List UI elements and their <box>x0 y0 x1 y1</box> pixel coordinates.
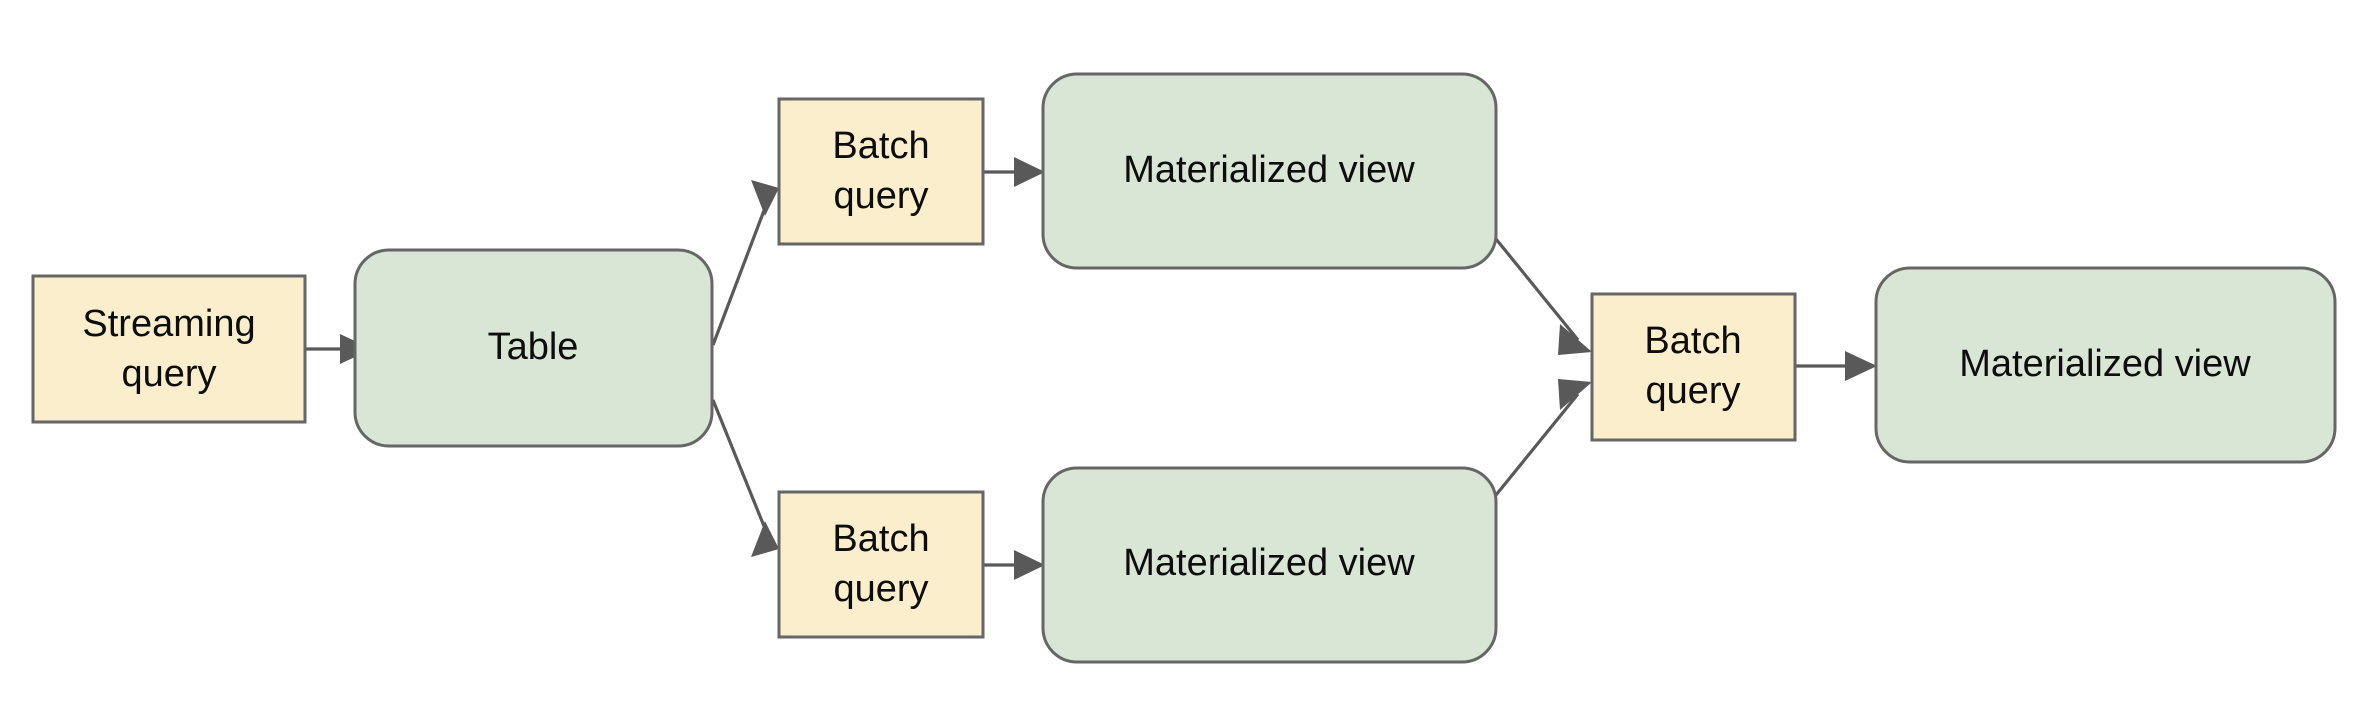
batch-query-top-box[interactable] <box>777 97 985 246</box>
edge-materialized-view-top-to-batch-query-merge <box>1494 237 1592 355</box>
edge-batch-query-merge-to-materialized-view-final <box>1796 351 1877 381</box>
batch-query-merge-label-line2: query <box>1645 370 1740 412</box>
node-streaming-query[interactable]: Streaming query <box>31 274 307 424</box>
node-materialized-view-bottom[interactable]: Materialized view <box>1041 466 1498 664</box>
node-table[interactable]: Table <box>353 248 714 448</box>
streaming-query-label-line1: Streaming <box>82 303 255 345</box>
streaming-query-box[interactable] <box>31 274 307 424</box>
node-batch-query-top[interactable]: Batch query <box>777 97 985 246</box>
batch-query-bottom-label-line2: query <box>833 568 928 610</box>
batch-query-top-label-line1: Batch <box>832 125 929 167</box>
node-batch-query-bottom[interactable]: Batch query <box>777 490 985 639</box>
node-materialized-view-top[interactable]: Materialized view <box>1041 72 1498 270</box>
batch-query-bottom-label-line1: Batch <box>832 518 929 560</box>
edge-materialized-view-bottom-to-batch-query-merge <box>1494 379 1592 497</box>
table-label: Table <box>488 326 579 368</box>
streaming-query-label-line2: query <box>121 353 216 395</box>
edge-table-to-batch-query-top <box>711 180 779 346</box>
batch-query-top-label-line2: query <box>833 175 928 217</box>
batch-query-merge-box[interactable] <box>1590 292 1797 442</box>
table-box[interactable] <box>353 248 714 448</box>
materialized-view-bottom-box[interactable] <box>1041 466 1498 664</box>
edge-table-to-batch-query-bottom <box>711 399 779 557</box>
materialized-view-top-label: Materialized view <box>1123 149 1415 191</box>
node-batch-query-merge[interactable]: Batch query <box>1590 292 1797 442</box>
materialized-view-final-box[interactable] <box>1874 266 2337 464</box>
materialized-view-bottom-label: Materialized view <box>1123 542 1415 584</box>
edge-layer <box>306 157 1877 580</box>
batch-query-bottom-box[interactable] <box>777 490 985 639</box>
batch-query-merge-label-line1: Batch <box>1644 320 1741 362</box>
node-layer: Streaming query Table Batch query Materi… <box>31 72 2337 664</box>
materialized-view-final-label: Materialized view <box>1959 343 2251 385</box>
edge-batch-query-bottom-to-materialized-view-bottom <box>984 550 1045 580</box>
node-materialized-view-final[interactable]: Materialized view <box>1874 266 2337 464</box>
edge-batch-query-top-to-materialized-view-top <box>984 157 1045 187</box>
materialized-view-top-box[interactable] <box>1041 72 1498 270</box>
